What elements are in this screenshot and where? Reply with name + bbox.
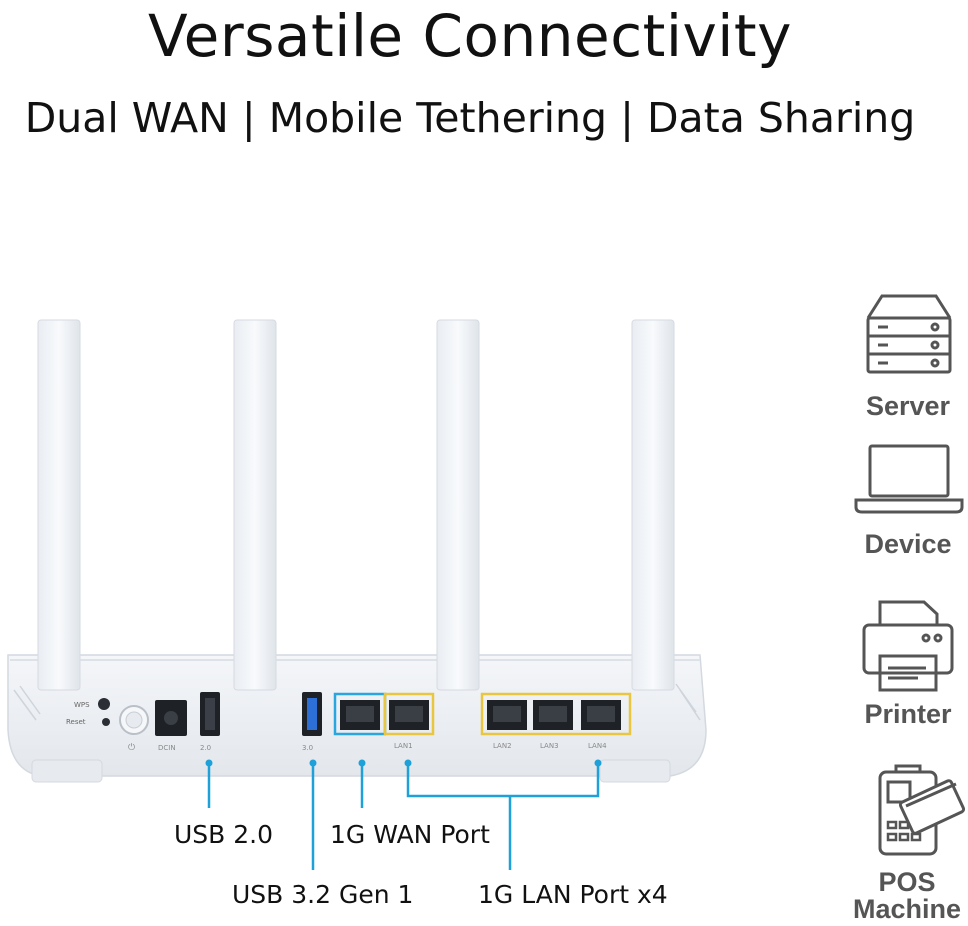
antenna-4 [631, 319, 675, 691]
callout-lan: 1G LAN Port x4 [478, 880, 668, 909]
lan3-label: LAN3 [540, 742, 559, 750]
sidebar-item-pos-machine: POS Machine [852, 867, 962, 924]
sidebar-item-server: Server [865, 391, 951, 421]
reset-button [102, 718, 110, 726]
power-icon: ⏻ [128, 742, 135, 753]
pos-machine-icon [878, 764, 966, 856]
antenna-1 [37, 319, 81, 691]
lan234-highlight [480, 692, 632, 736]
reset-label: Reset [66, 718, 86, 726]
laptop-icon [854, 444, 964, 514]
usb3-mark: 3.0 [302, 744, 313, 752]
lan1-label: LAN1 [394, 742, 413, 750]
wps-label: WPS [74, 701, 90, 709]
wps-button [98, 698, 110, 710]
antenna-3 [436, 319, 480, 691]
antenna-2 [233, 319, 277, 691]
lan4-label: LAN4 [588, 742, 607, 750]
sidebar-item-printer: Printer [864, 699, 952, 729]
callout-usb20: USB 2.0 [174, 820, 274, 849]
usb2-mark: 2.0 [200, 744, 211, 752]
callout-usb32: USB 3.2 Gen 1 [232, 880, 414, 909]
callout-wan: 1G WAN Port [330, 820, 490, 849]
page-title: Versatile Connectivity [148, 2, 792, 70]
printer-icon [862, 600, 954, 692]
server-icon [866, 294, 952, 374]
dcin-label: DCIN [158, 744, 176, 752]
port-panel: WPS Reset ⏻ DCIN 2.0 3.0 LAN1 LAN2 LAN3 [66, 692, 632, 753]
callout-lines [205, 759, 602, 870]
sidebar-item-device: Device [864, 529, 952, 559]
page-subtitle: Dual WAN | Mobile Tethering | Data Shari… [24, 94, 916, 142]
antennas [37, 319, 675, 691]
lan1-highlight [383, 692, 435, 736]
lan2-label: LAN2 [493, 742, 512, 750]
